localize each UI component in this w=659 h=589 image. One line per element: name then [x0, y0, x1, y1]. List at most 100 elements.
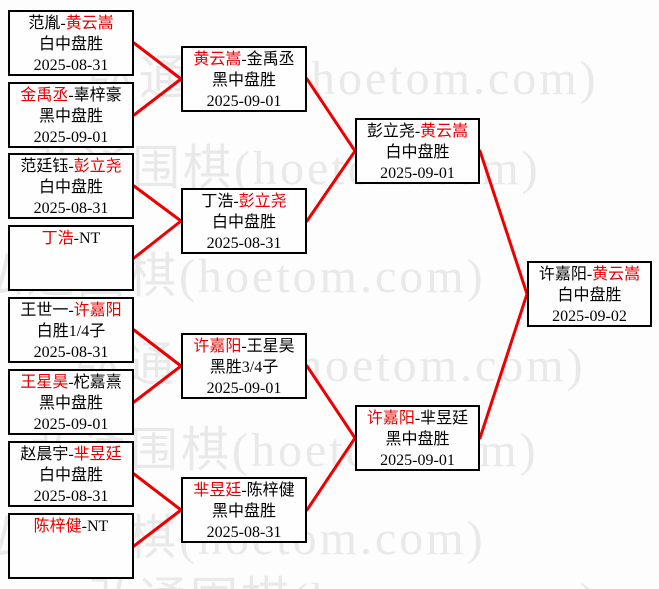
match-result: 白中盘胜 [38, 467, 103, 484]
vs-separator: - [414, 410, 421, 427]
watermark-text: 弘通围棋(hoetom.com) [88, 560, 599, 589]
match-box-r1-4: 丁浩-NT [8, 225, 134, 291]
player-name: 辜梓豪 [73, 87, 122, 104]
match-box-sf-1: 彭立尧-黄云嵩 白中盘胜 2025-09-01 [355, 118, 480, 184]
match-box-r1-2: 金禹丞-辜梓豪 黑中盘胜 2025-09-01 [8, 82, 134, 148]
match-players: 芈昱廷-陈梓健 [183, 480, 305, 501]
vs-separator: - [68, 302, 74, 319]
match-date: 2025-08-31 [33, 57, 109, 74]
match-result: 黑中盘胜 [38, 108, 103, 125]
match-result: 黑胜3/4子 [209, 359, 279, 376]
match-players: 许嘉阳-芈昱廷 [357, 408, 478, 429]
player-name: 范廷钰 [20, 158, 69, 175]
match-players: 丁浩-NT [10, 228, 132, 249]
match-result: 白胜1/4子 [36, 323, 106, 340]
match-date: 2025-08-31 [33, 200, 109, 217]
player-name: 芈昱廷 [73, 446, 122, 463]
match-result: 白中盘胜 [38, 179, 103, 196]
vs-separator: - [81, 518, 87, 535]
vs-separator: - [233, 193, 239, 210]
match-result: 白中盘胜 [38, 36, 103, 53]
match-box-r2-1: 黄云嵩-金禹丞 黑中盘胜 2025-09-01 [181, 46, 307, 112]
match-players: 陈梓健-NT [10, 516, 132, 537]
match-players: 许嘉阳-王星昊 [183, 336, 305, 357]
match-box-r1-3: 范廷钰-彭立尧 白中盘胜 2025-08-31 [8, 153, 134, 219]
player-name: 黄云嵩 [420, 123, 469, 140]
vs-separator: - [73, 230, 79, 247]
match-date: 2025-08-31 [33, 344, 109, 361]
match-result: 白中盘胜 [211, 214, 276, 231]
match-date: 2025-09-01 [380, 452, 455, 469]
match-result: 黑中盘胜 [211, 503, 276, 520]
match-result: 黑中盘胜 [211, 72, 276, 89]
match-date: 2025-08-31 [206, 524, 282, 541]
match-players: 范廷钰-彭立尧 [10, 156, 132, 177]
match-players: 赵晨宇-芈昱廷 [10, 444, 132, 465]
match-players: 许嘉阳-黄云嵩 [529, 264, 650, 285]
player-name: 黄云嵩 [65, 15, 114, 32]
match-result: 白中盘胜 [385, 144, 450, 161]
vs-separator: - [68, 446, 74, 463]
player-name: 陈梓健 [246, 482, 295, 499]
match-box-r1-6: 王星昊-柁嘉熹 黑中盘胜 2025-09-01 [8, 369, 134, 435]
match-date: 2025-09-01 [206, 93, 282, 110]
player-name: 陈梓健 [33, 518, 82, 535]
player-name: 金禹丞 [20, 87, 69, 104]
player-name: NT [79, 230, 101, 247]
vs-separator: - [68, 87, 74, 104]
match-date: 2025-09-01 [33, 416, 109, 433]
vs-separator: - [414, 123, 421, 140]
match-date: 2025-08-31 [206, 235, 282, 252]
player-name: 彭立尧 [73, 158, 122, 175]
match-players: 王世一-许嘉阳 [10, 300, 132, 321]
match-box-r1-7: 赵晨宇-芈昱廷 白中盘胜 2025-08-31 [8, 441, 134, 507]
vs-separator: - [241, 51, 247, 68]
match-result: 黑中盘胜 [38, 395, 103, 412]
match-date: 2025-08-31 [33, 488, 109, 505]
watermark-text: 弘通围棋(hoetom.com) [88, 52, 599, 105]
vs-separator: - [68, 374, 74, 391]
player-name: 许嘉阳 [73, 302, 122, 319]
player-name: 丁浩 [201, 193, 234, 210]
match-box-r1-5: 王世一-许嘉阳 白胜1/4子 2025-08-31 [8, 297, 134, 363]
match-date: 2025-09-01 [206, 380, 282, 397]
player-name: 黄云嵩 [193, 51, 242, 68]
vs-separator: - [241, 338, 247, 355]
player-name: 王星昊 [246, 338, 295, 355]
vs-separator: - [586, 266, 593, 283]
player-name: 黄云嵩 [592, 266, 641, 283]
match-box-r2-4: 芈昱廷-陈梓健 黑中盘胜 2025-08-31 [181, 477, 307, 543]
match-players: 范胤-黄云嵩 [10, 13, 132, 34]
match-players: 金禹丞-辜梓豪 [10, 85, 132, 106]
player-name: 芈昱廷 [193, 482, 242, 499]
player-name: 王星昊 [20, 374, 69, 391]
player-name: 王世一 [20, 302, 69, 319]
match-players: 彭立尧-黄云嵩 [357, 121, 478, 142]
player-name: 柁嘉熹 [73, 374, 122, 391]
match-box-r2-2: 丁浩-彭立尧 白中盘胜 2025-08-31 [181, 188, 307, 254]
match-date: 2025-09-01 [33, 129, 109, 146]
player-name: 丁浩 [41, 230, 74, 247]
player-name: 彭立尧 [238, 193, 287, 210]
vs-separator: - [60, 15, 66, 32]
player-name: 金禹丞 [246, 51, 295, 68]
match-players: 王星昊-柁嘉熹 [10, 372, 132, 393]
player-name: 赵晨宇 [20, 446, 69, 463]
match-box-r1-1: 范胤-黄云嵩 白中盘胜 2025-08-31 [8, 10, 134, 76]
match-box-r1-8: 陈梓健-NT [8, 513, 134, 579]
vs-separator: - [68, 158, 74, 175]
match-players: 丁浩-彭立尧 [183, 191, 305, 212]
match-box-r2-3: 许嘉阳-王星昊 黑胜3/4子 2025-09-01 [181, 333, 307, 399]
player-name: 许嘉阳 [366, 410, 415, 427]
player-name: 许嘉阳 [193, 338, 242, 355]
match-result: 白中盘胜 [557, 287, 622, 304]
match-date: 2025-09-02 [552, 308, 627, 325]
player-name: NT [87, 518, 109, 535]
player-name: 彭立尧 [366, 123, 415, 140]
match-box-sf-2: 许嘉阳-芈昱廷 黑中盘胜 2025-09-01 [355, 405, 480, 471]
match-players: 黄云嵩-金禹丞 [183, 49, 305, 70]
player-name: 芈昱廷 [420, 410, 469, 427]
player-name: 许嘉阳 [538, 266, 587, 283]
